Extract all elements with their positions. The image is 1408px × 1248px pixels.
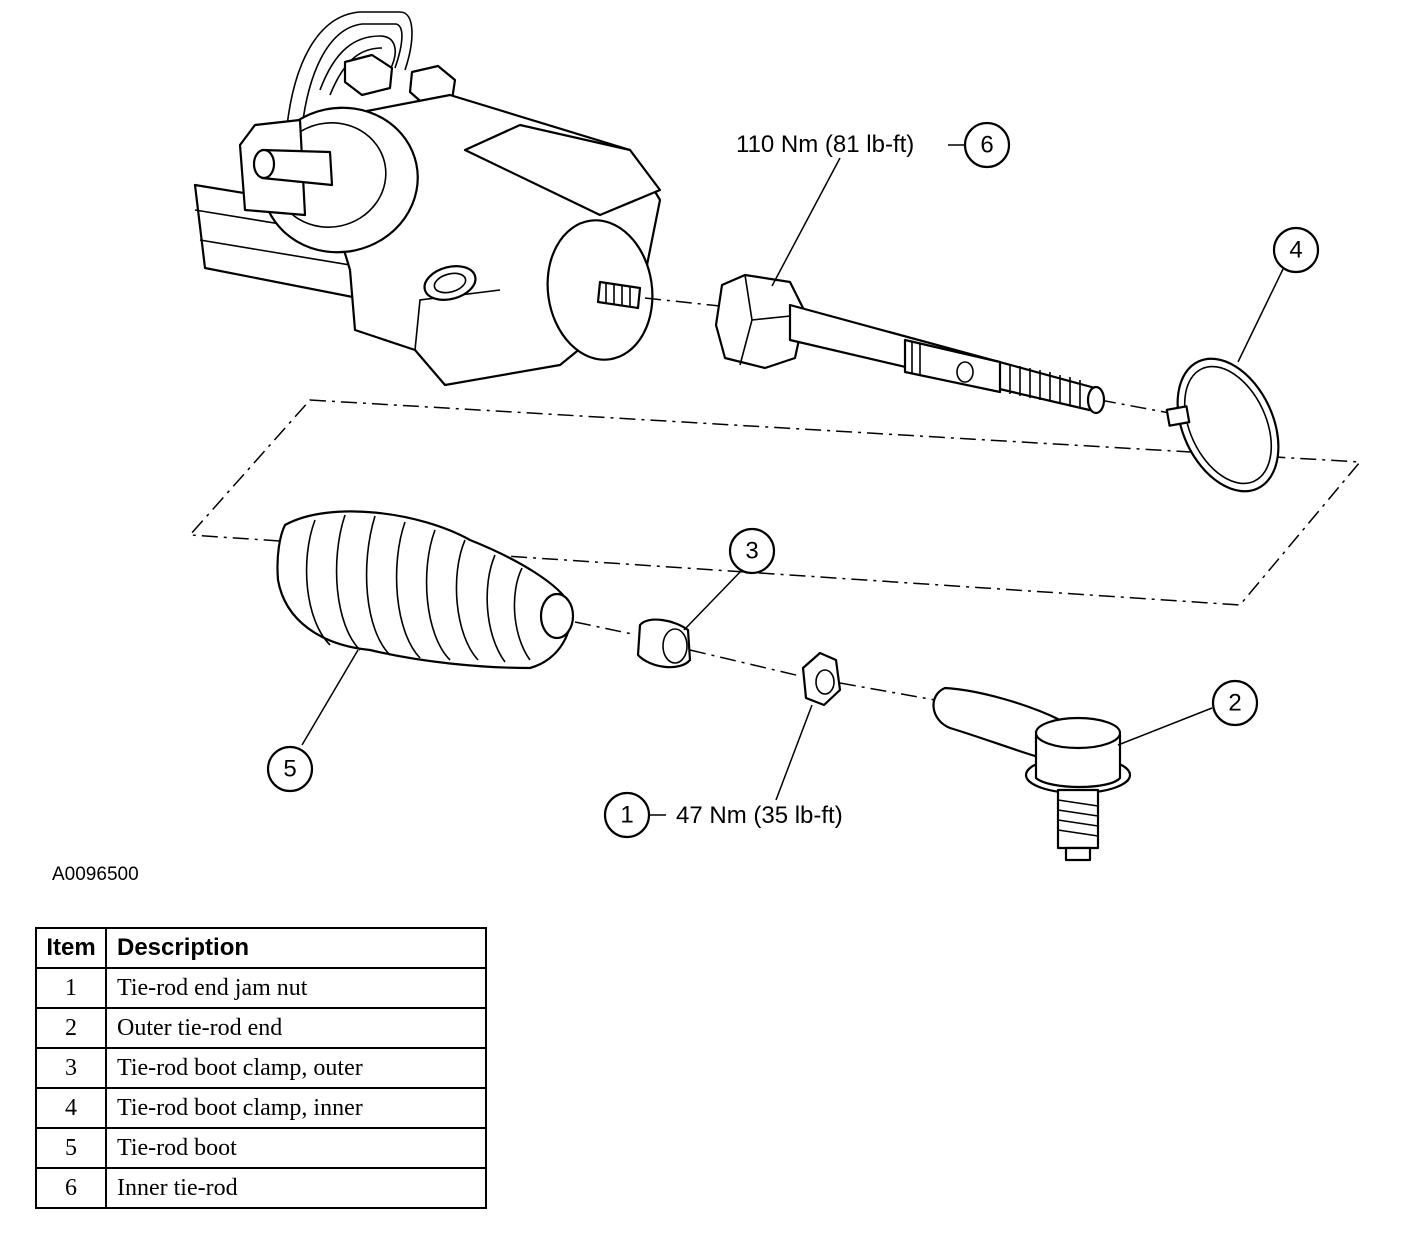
legend-item-description: Tie-rod boot clamp, inner: [105, 1087, 487, 1129]
callout-6-torque: 110 Nm (81 lb-ft): [736, 131, 914, 158]
callout-5-circle: [266, 745, 314, 793]
callout-6-circle: [963, 121, 1011, 169]
callout-6-number: 6: [980, 132, 993, 159]
legend-item-number: 6: [35, 1167, 107, 1209]
callout-4: 4: [1272, 226, 1320, 274]
legend-item-description: Tie-rod end jam nut: [105, 967, 487, 1009]
legend-header-description: Description: [105, 927, 487, 969]
boot-clamp-inner: [1165, 357, 1280, 493]
legend-item-number: 4: [35, 1087, 107, 1129]
legend-row: 2 Outer tie-rod end: [35, 1007, 487, 1049]
callout-5: 5: [266, 745, 314, 793]
jam-nut: [801, 651, 842, 707]
parts-legend-table: Item Description 1 Tie-rod end jam nut 2…: [35, 927, 487, 1209]
callout-1-number: 1: [620, 802, 633, 829]
callout-4-circle: [1272, 226, 1320, 274]
legend-header-item: Item: [35, 927, 107, 969]
figure-id: A0096500: [52, 864, 139, 885]
callout-6: 110 Nm (81 lb-ft) 6: [736, 121, 1011, 169]
tie-rod-boot: [276, 510, 575, 670]
callout-3-circle: [728, 527, 776, 575]
callout-1-circle: [603, 791, 651, 839]
leader-lines: [301, 144, 1286, 816]
legend-item-description: Tie-rod boot clamp, outer: [105, 1047, 487, 1089]
callout-3-number: 3: [745, 538, 758, 565]
legend-item-number: 2: [35, 1007, 107, 1049]
legend-header-row: Item Description: [35, 927, 487, 969]
legend-item-number: 1: [35, 967, 107, 1009]
outer-tie-rod-end: [932, 686, 1132, 862]
legend-row: 5 Tie-rod boot: [35, 1127, 487, 1169]
callout-4-number: 4: [1289, 237, 1302, 264]
legend-row: 6 Inner tie-rod: [35, 1167, 487, 1209]
legend-item-description: Outer tie-rod end: [105, 1007, 487, 1049]
legend-item-number: 5: [35, 1127, 107, 1169]
legend-item-number: 3: [35, 1047, 107, 1089]
steering-gear-housing: [193, 11, 662, 387]
legend-item-description: Tie-rod boot: [105, 1127, 487, 1169]
legend-row: 1 Tie-rod end jam nut: [35, 967, 487, 1009]
callout-5-number: 5: [283, 756, 296, 783]
inner-tie-rod: [714, 273, 1106, 415]
callout-3: 3: [728, 527, 776, 575]
boot-clamp-outer: [636, 618, 692, 669]
legend-row: 4 Tie-rod boot clamp, inner: [35, 1087, 487, 1129]
legend-row: 3 Tie-rod boot clamp, outer: [35, 1047, 487, 1089]
callout-1-torque: 47 Nm (35 lb-ft): [676, 802, 843, 829]
callout-2-number: 2: [1228, 690, 1241, 717]
callout-1: 1 47 Nm (35 lb-ft): [603, 791, 843, 839]
legend-item-description: Inner tie-rod: [105, 1167, 487, 1209]
callout-2-circle: [1211, 679, 1259, 727]
callout-2: 2: [1211, 679, 1259, 727]
